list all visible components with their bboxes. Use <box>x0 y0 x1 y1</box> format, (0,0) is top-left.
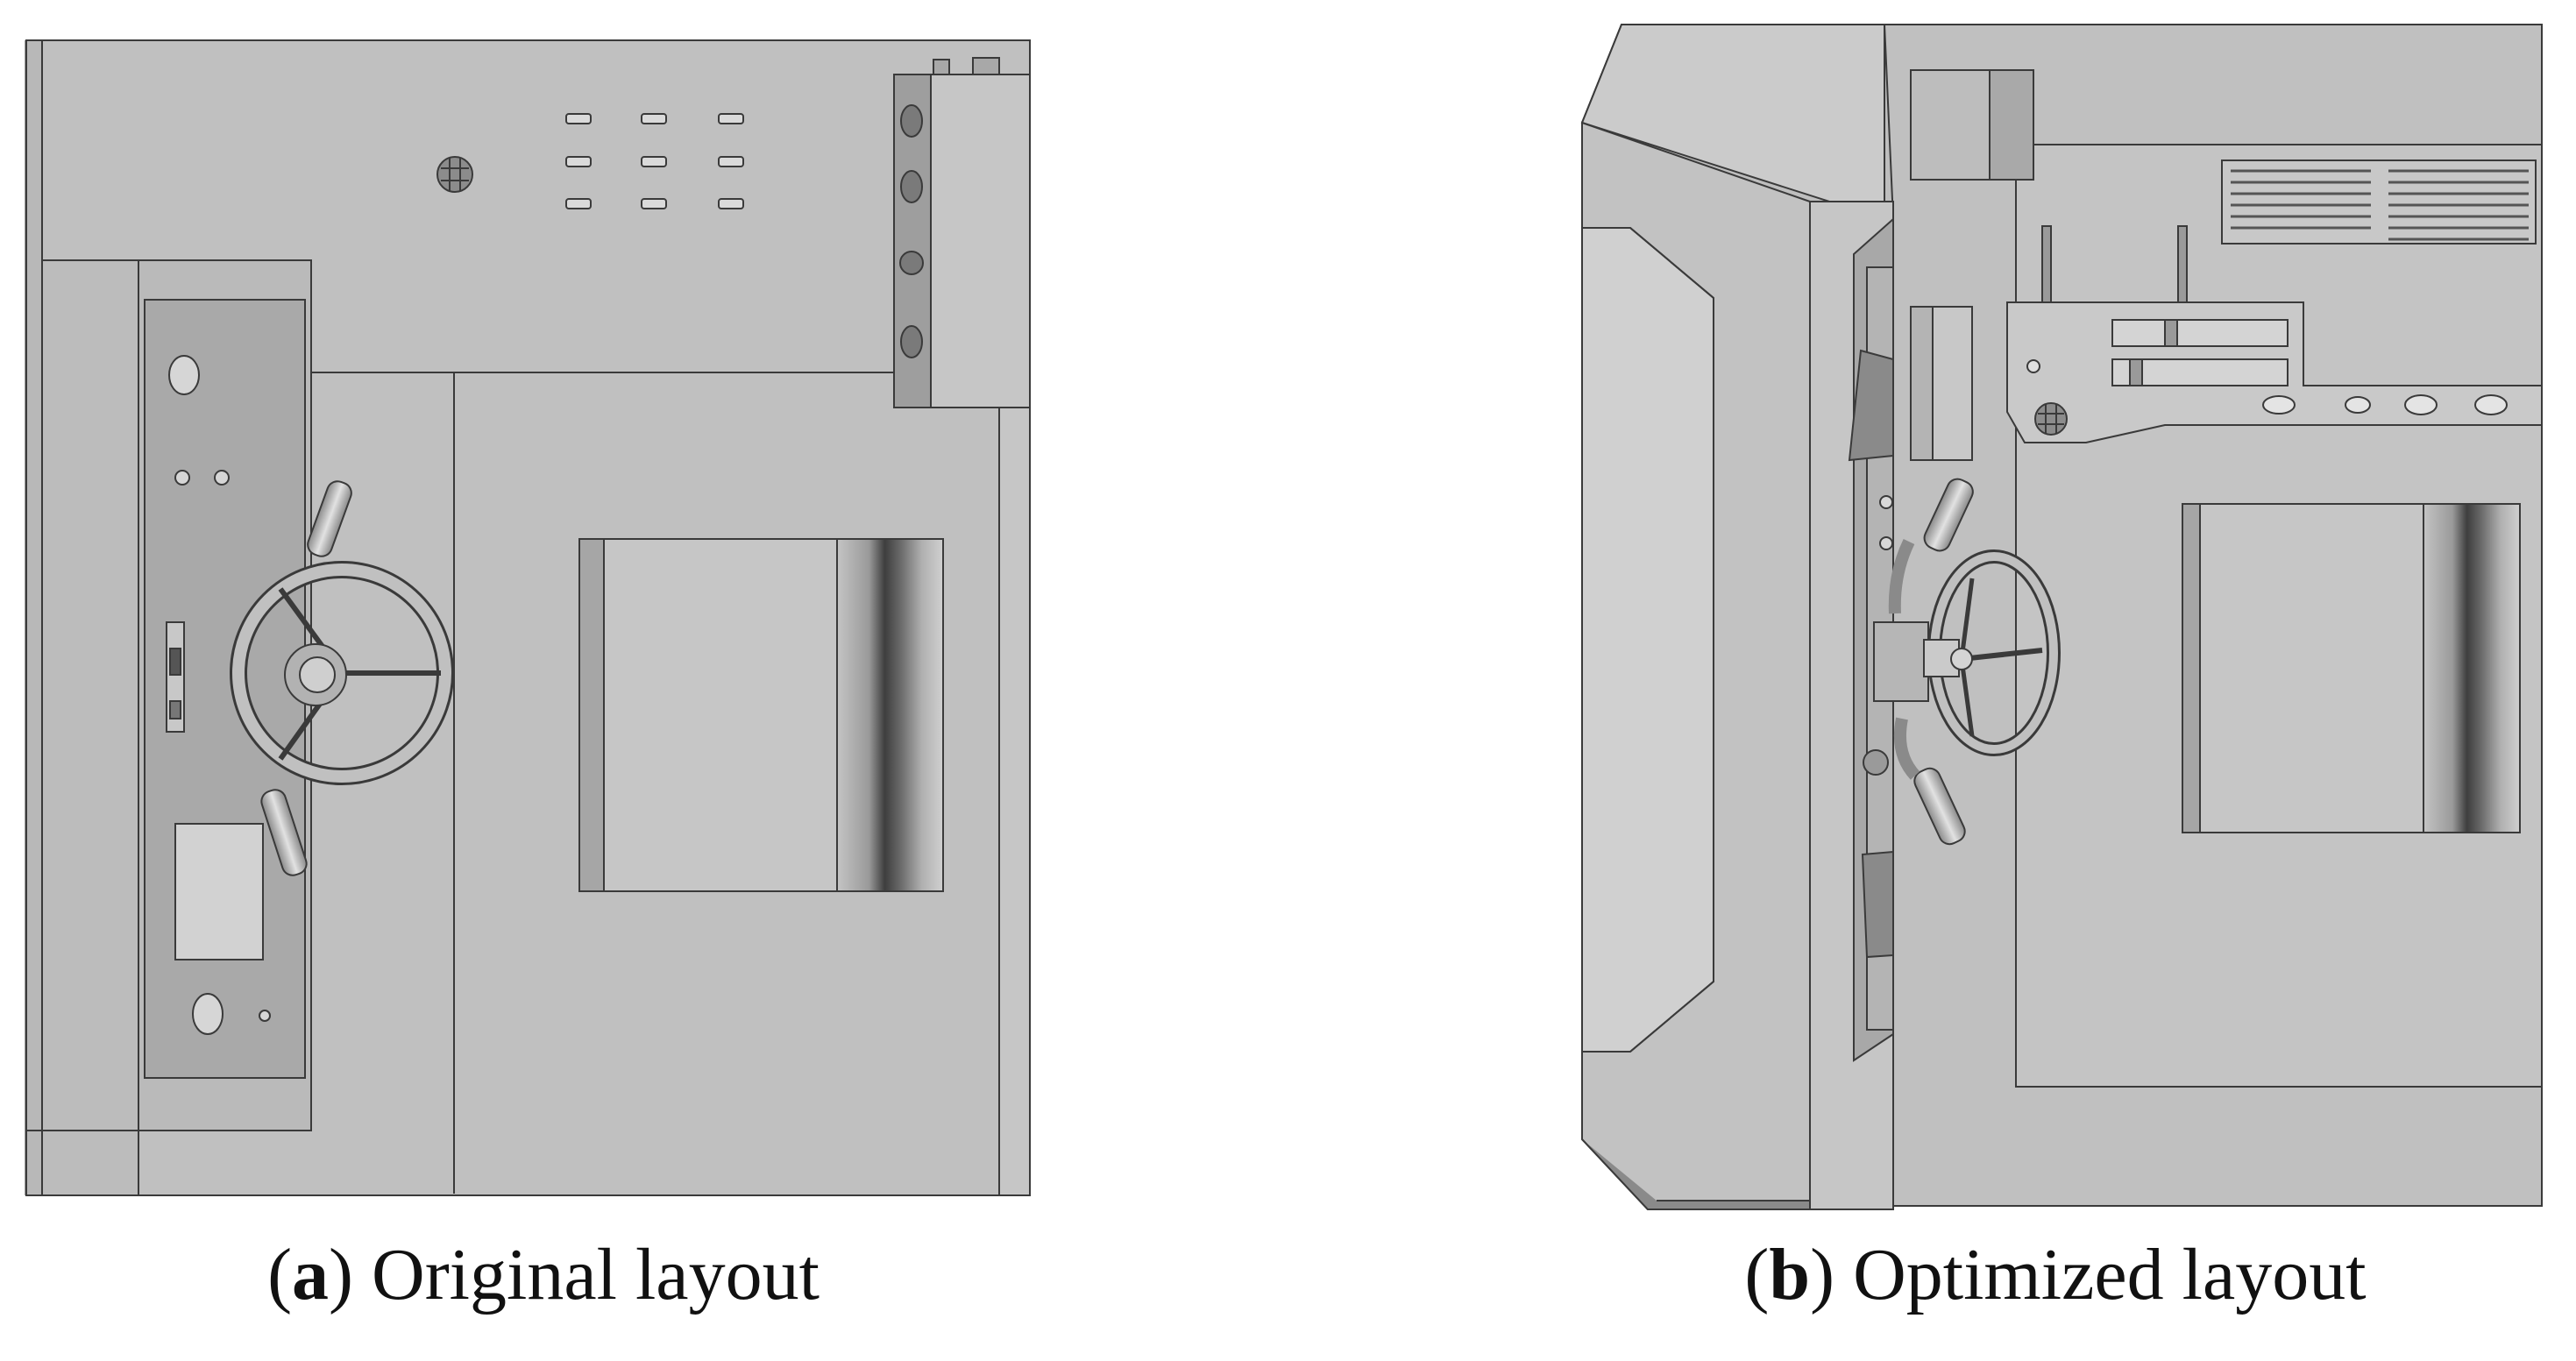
indicator-slots <box>565 113 744 209</box>
vent-grille <box>2221 159 2537 245</box>
caption-b-letter: b <box>1769 1234 1811 1315</box>
display-window <box>174 823 264 960</box>
caption-optimized-layout: (b) Optimized layout <box>1626 1223 2485 1328</box>
caption-b-text: Optimized layout <box>1834 1234 2367 1315</box>
handwheel <box>230 480 454 876</box>
caption-a-close: ) <box>329 1234 354 1315</box>
caption-original-layout: (a) Original layout <box>149 1223 938 1328</box>
caption-a-letter: a <box>292 1234 330 1315</box>
vent-knob-icon-optimized <box>2034 402 2068 436</box>
left-edge-strip <box>25 39 43 1196</box>
caption-b-close: ) <box>1810 1234 1835 1315</box>
original-layout-drawing <box>25 39 1031 1196</box>
handwheel-optimized <box>1863 478 2061 846</box>
optimized-layout-drawing <box>1580 24 2543 1210</box>
caption-a-open: ( <box>267 1234 293 1315</box>
right-post <box>998 407 1031 1196</box>
vent-knob-icon <box>436 156 473 193</box>
caption-a-text: Original layout <box>353 1234 820 1315</box>
caption-b-open: ( <box>1744 1234 1770 1315</box>
